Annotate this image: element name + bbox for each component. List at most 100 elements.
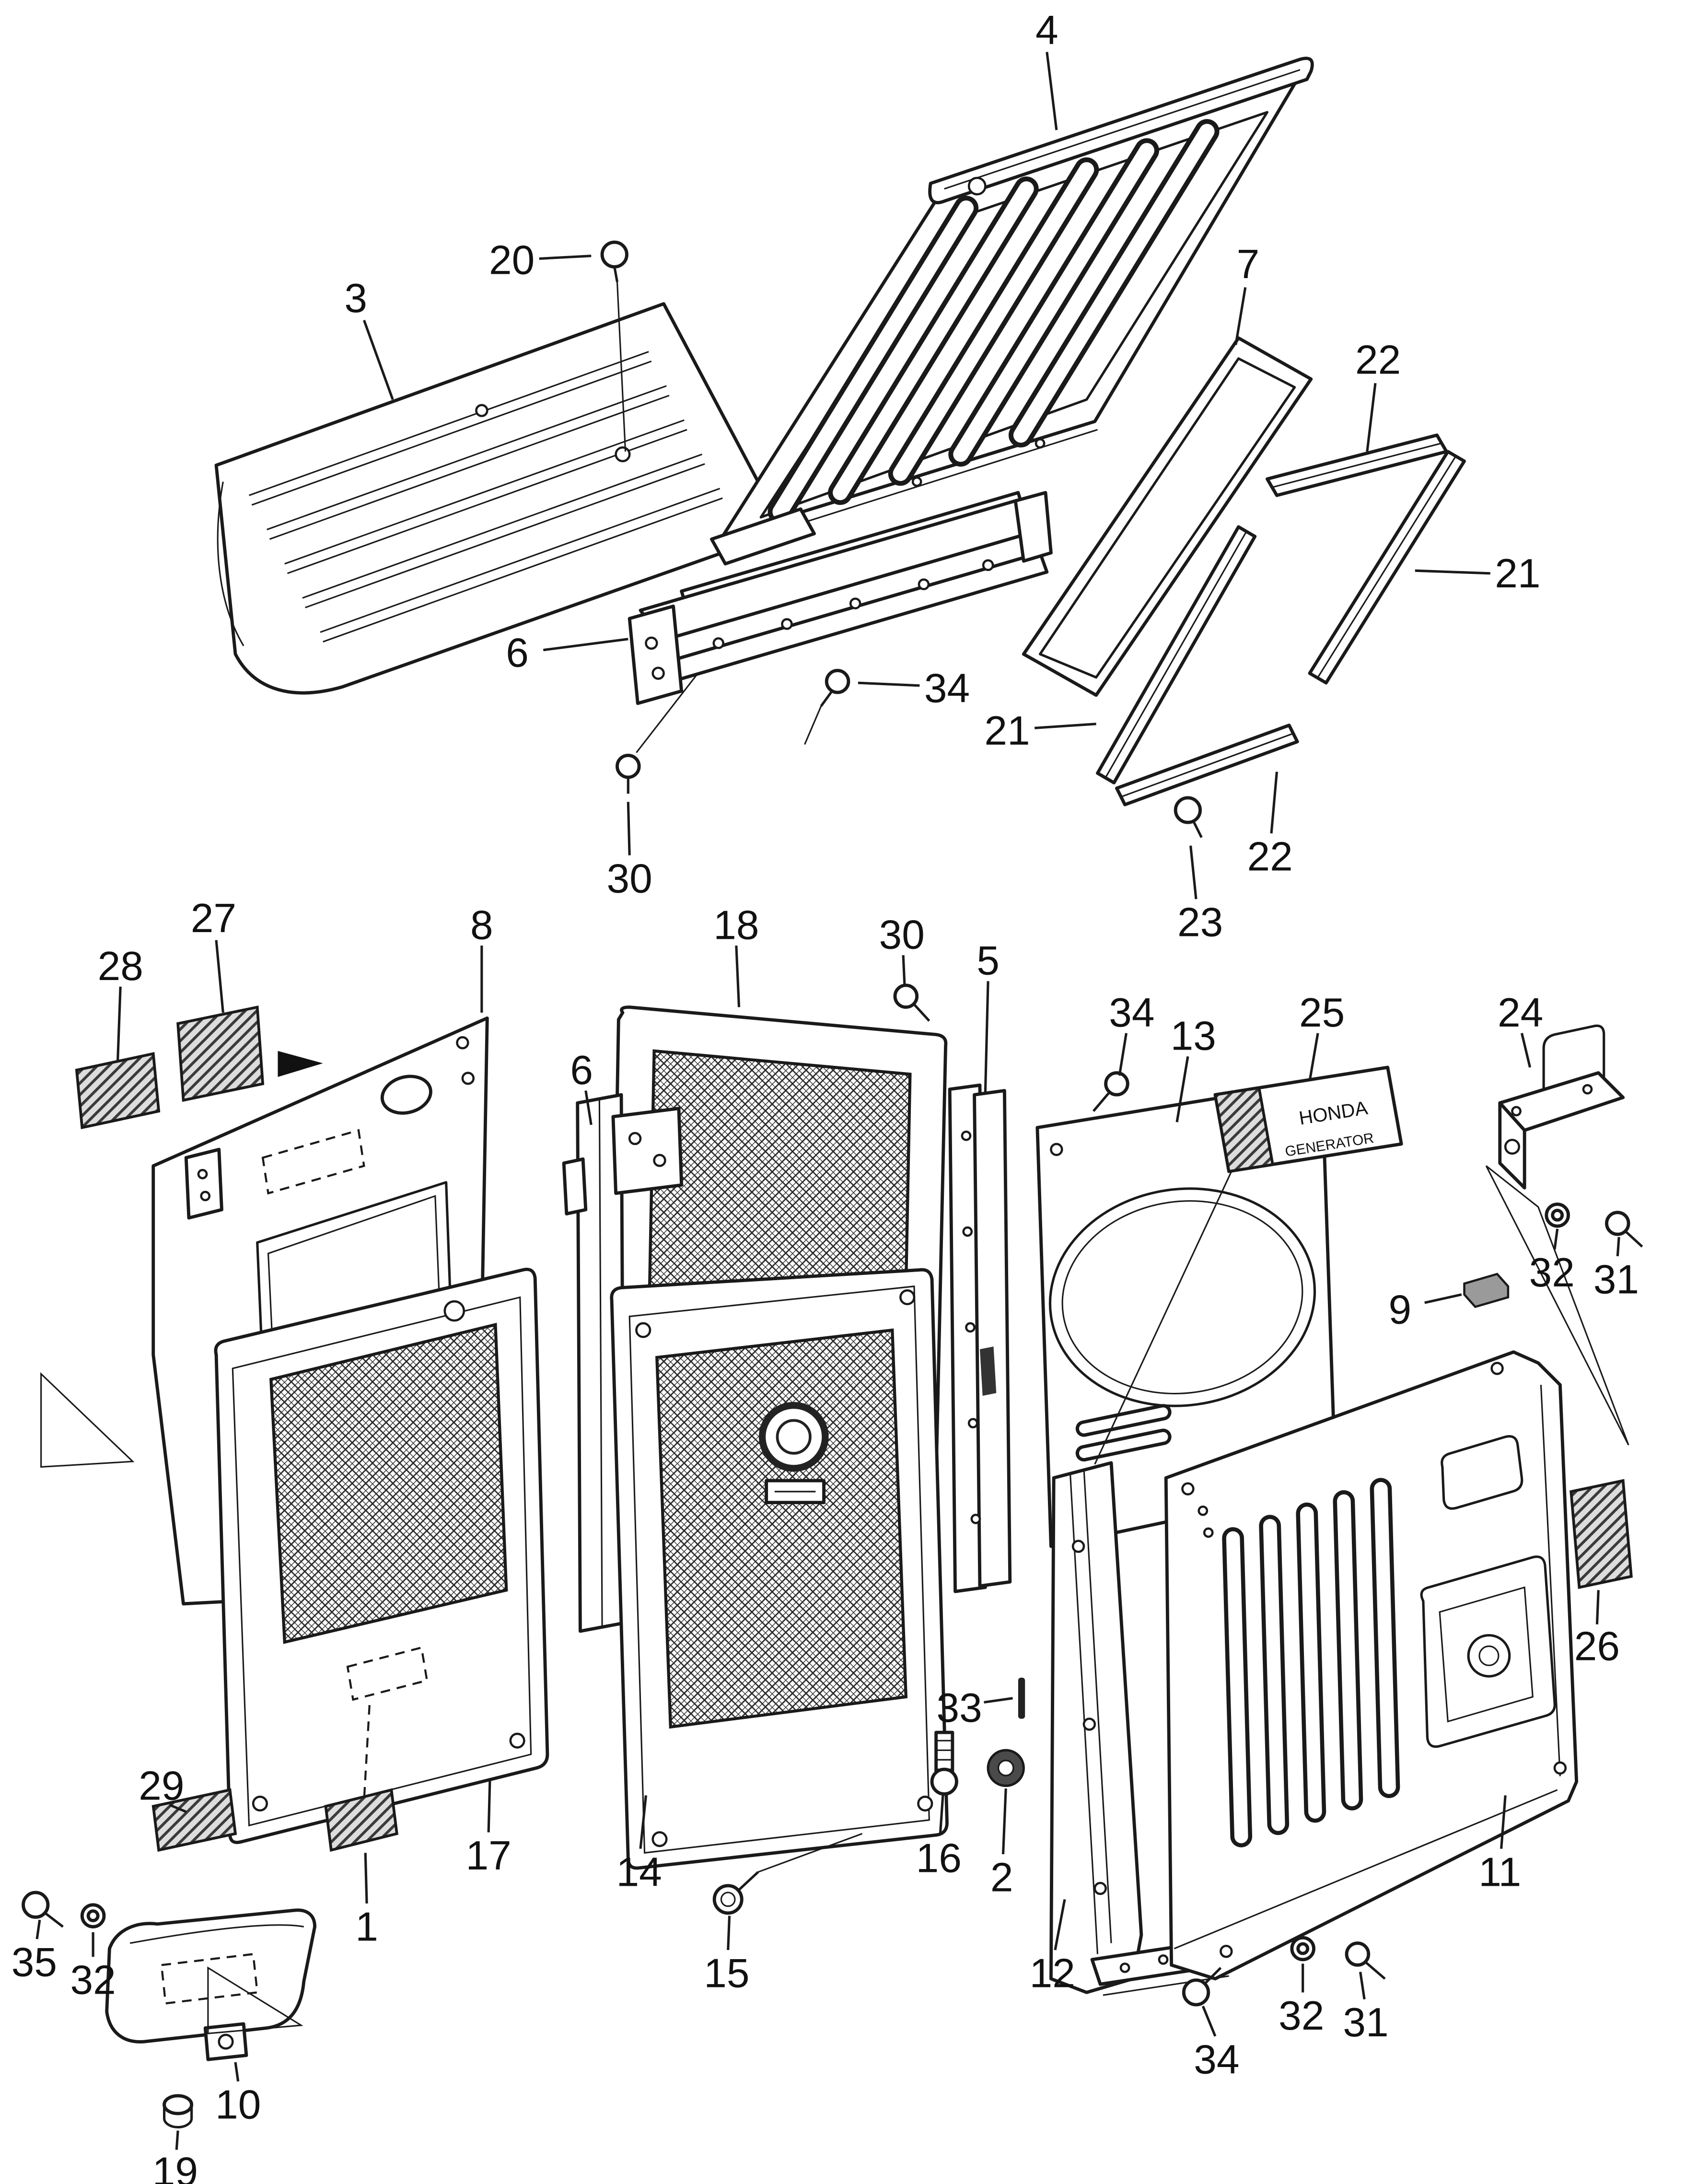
callout-25-20: 25 xyxy=(1299,990,1345,1082)
callout-7-3: 7 xyxy=(1234,241,1260,345)
part-29-label xyxy=(151,1788,237,1852)
part-11-right-side-panel xyxy=(1164,1350,1579,1981)
screw-35 xyxy=(22,1891,64,1928)
callout-9-25: 9 xyxy=(1389,1286,1462,1332)
callout-34-18: 34 xyxy=(1109,990,1154,1076)
part-number-label: 18 xyxy=(713,902,759,948)
leader-line xyxy=(1118,1033,1128,1076)
top-rail xyxy=(928,57,1314,205)
callout-11-35: 11 xyxy=(1478,1795,1521,1895)
leader-line xyxy=(543,638,628,652)
part-number-label: 7 xyxy=(1237,241,1260,287)
leader-line xyxy=(175,2130,179,2150)
part-number-label: 22 xyxy=(1247,834,1293,880)
part-number-label: 2 xyxy=(990,1855,1013,1901)
part-21-seal-strip-left xyxy=(1096,525,1257,784)
callout-30-16: 30 xyxy=(879,911,925,986)
part-number-label: 33 xyxy=(937,1685,982,1731)
part-number-label: 6 xyxy=(570,1047,593,1093)
screw-31-lower-right xyxy=(1345,1941,1386,1980)
part-7-baffle-panel xyxy=(1022,336,1313,697)
callout-3-2: 3 xyxy=(344,275,394,400)
callout-21-8: 21 xyxy=(984,708,1096,754)
callout-35-37: 35 xyxy=(12,1919,57,1985)
washer-32-left xyxy=(80,1903,106,1928)
callout-14-30: 14 xyxy=(616,1795,662,1895)
part-4-back-frame xyxy=(710,57,1314,566)
callout-29-28: 29 xyxy=(139,1763,187,1813)
leader-line xyxy=(215,940,224,1013)
callout-15-36: 15 xyxy=(704,1915,749,1996)
part-5-hinge-strip xyxy=(948,1083,1012,1593)
part-number-label: 32 xyxy=(1529,1250,1575,1296)
leader-line xyxy=(364,1853,368,1904)
part-1-label xyxy=(324,1788,399,1852)
screw-30-upper xyxy=(616,673,699,794)
part-number-label: 34 xyxy=(924,666,970,712)
screw-hole xyxy=(475,404,488,417)
leader-line xyxy=(1189,845,1198,899)
leader-line xyxy=(1553,1228,1559,1250)
callout-2-33: 2 xyxy=(990,1788,1013,1901)
leader-line xyxy=(984,981,989,1092)
callout-18-15: 18 xyxy=(713,902,759,1007)
callout-28-13: 28 xyxy=(98,943,143,1062)
leader-line xyxy=(1201,2006,1217,2037)
part-number-label: 26 xyxy=(1574,1623,1620,1669)
part-17-front-left-grille-panel xyxy=(214,1268,549,1844)
leader-line xyxy=(1359,1972,1366,2000)
part-number-label: 11 xyxy=(1478,1849,1521,1895)
screw-23 xyxy=(1174,796,1203,838)
part-number-label: 23 xyxy=(1177,899,1223,946)
leader-line xyxy=(584,1090,593,1125)
part-number-label: 12 xyxy=(1030,1950,1075,1996)
callout-6-6: 6 xyxy=(506,630,628,676)
leader-line xyxy=(362,319,394,400)
part-number-label: 21 xyxy=(1495,550,1540,596)
callout-12-34: 12 xyxy=(1030,1899,1075,1996)
part-12-corner-frame xyxy=(1049,1461,1143,1994)
part-number-label: 3 xyxy=(344,275,367,321)
nut-19 xyxy=(163,2094,194,2129)
leader-line xyxy=(1046,52,1058,130)
part-number-label: 35 xyxy=(12,1939,57,1985)
leader-line xyxy=(1366,383,1377,452)
leader-line xyxy=(984,1697,1013,1704)
part-number-label: 29 xyxy=(139,1763,184,1809)
leader-line xyxy=(1424,1293,1462,1304)
leader-line xyxy=(858,681,920,687)
callout-34-7: 34 xyxy=(858,666,970,712)
screw-34-lower-right xyxy=(1182,1967,1222,2007)
part-number-label: 34 xyxy=(1194,2036,1239,2082)
washer-32-upper-right xyxy=(1545,1203,1570,1228)
part-number-label: 31 xyxy=(1343,1999,1388,2045)
callout-8-14: 8 xyxy=(470,902,493,1013)
leader-line xyxy=(1500,1795,1507,1849)
screw-34-middle xyxy=(1092,1071,1129,1112)
recessed-outlet xyxy=(1420,1555,1556,1748)
leader-line xyxy=(169,1804,187,1813)
pointer-triangle-bottom-left xyxy=(207,1966,303,2034)
leader-line xyxy=(939,1795,944,1835)
part-33-pin xyxy=(1018,1678,1025,1719)
part-number-label: 28 xyxy=(98,943,143,989)
screw-31-upper-right xyxy=(1605,1211,1643,1248)
leader-line xyxy=(639,1795,647,1849)
bolt-16 xyxy=(930,1730,958,1796)
part-24-bracket xyxy=(1498,1024,1625,1190)
part-number-label: 20 xyxy=(489,237,535,283)
callout-30-10: 30 xyxy=(607,802,652,901)
leader-line xyxy=(735,946,741,1007)
callout-31-24: 31 xyxy=(1593,1237,1639,1302)
part-number-label: 22 xyxy=(1355,337,1401,383)
callout-17-29: 17 xyxy=(465,1779,512,1879)
screw-30-lower xyxy=(893,983,930,1022)
callout-20-1: 20 xyxy=(489,237,592,283)
part-number-label: 10 xyxy=(215,2081,261,2127)
part-2-grommet xyxy=(987,1749,1025,1787)
part-number-label: 32 xyxy=(1279,1993,1324,2039)
callout-31-43: 31 xyxy=(1343,1972,1389,2045)
part-21-seal-strip-right xyxy=(1308,450,1466,685)
callout-33-27: 33 xyxy=(937,1685,1013,1731)
